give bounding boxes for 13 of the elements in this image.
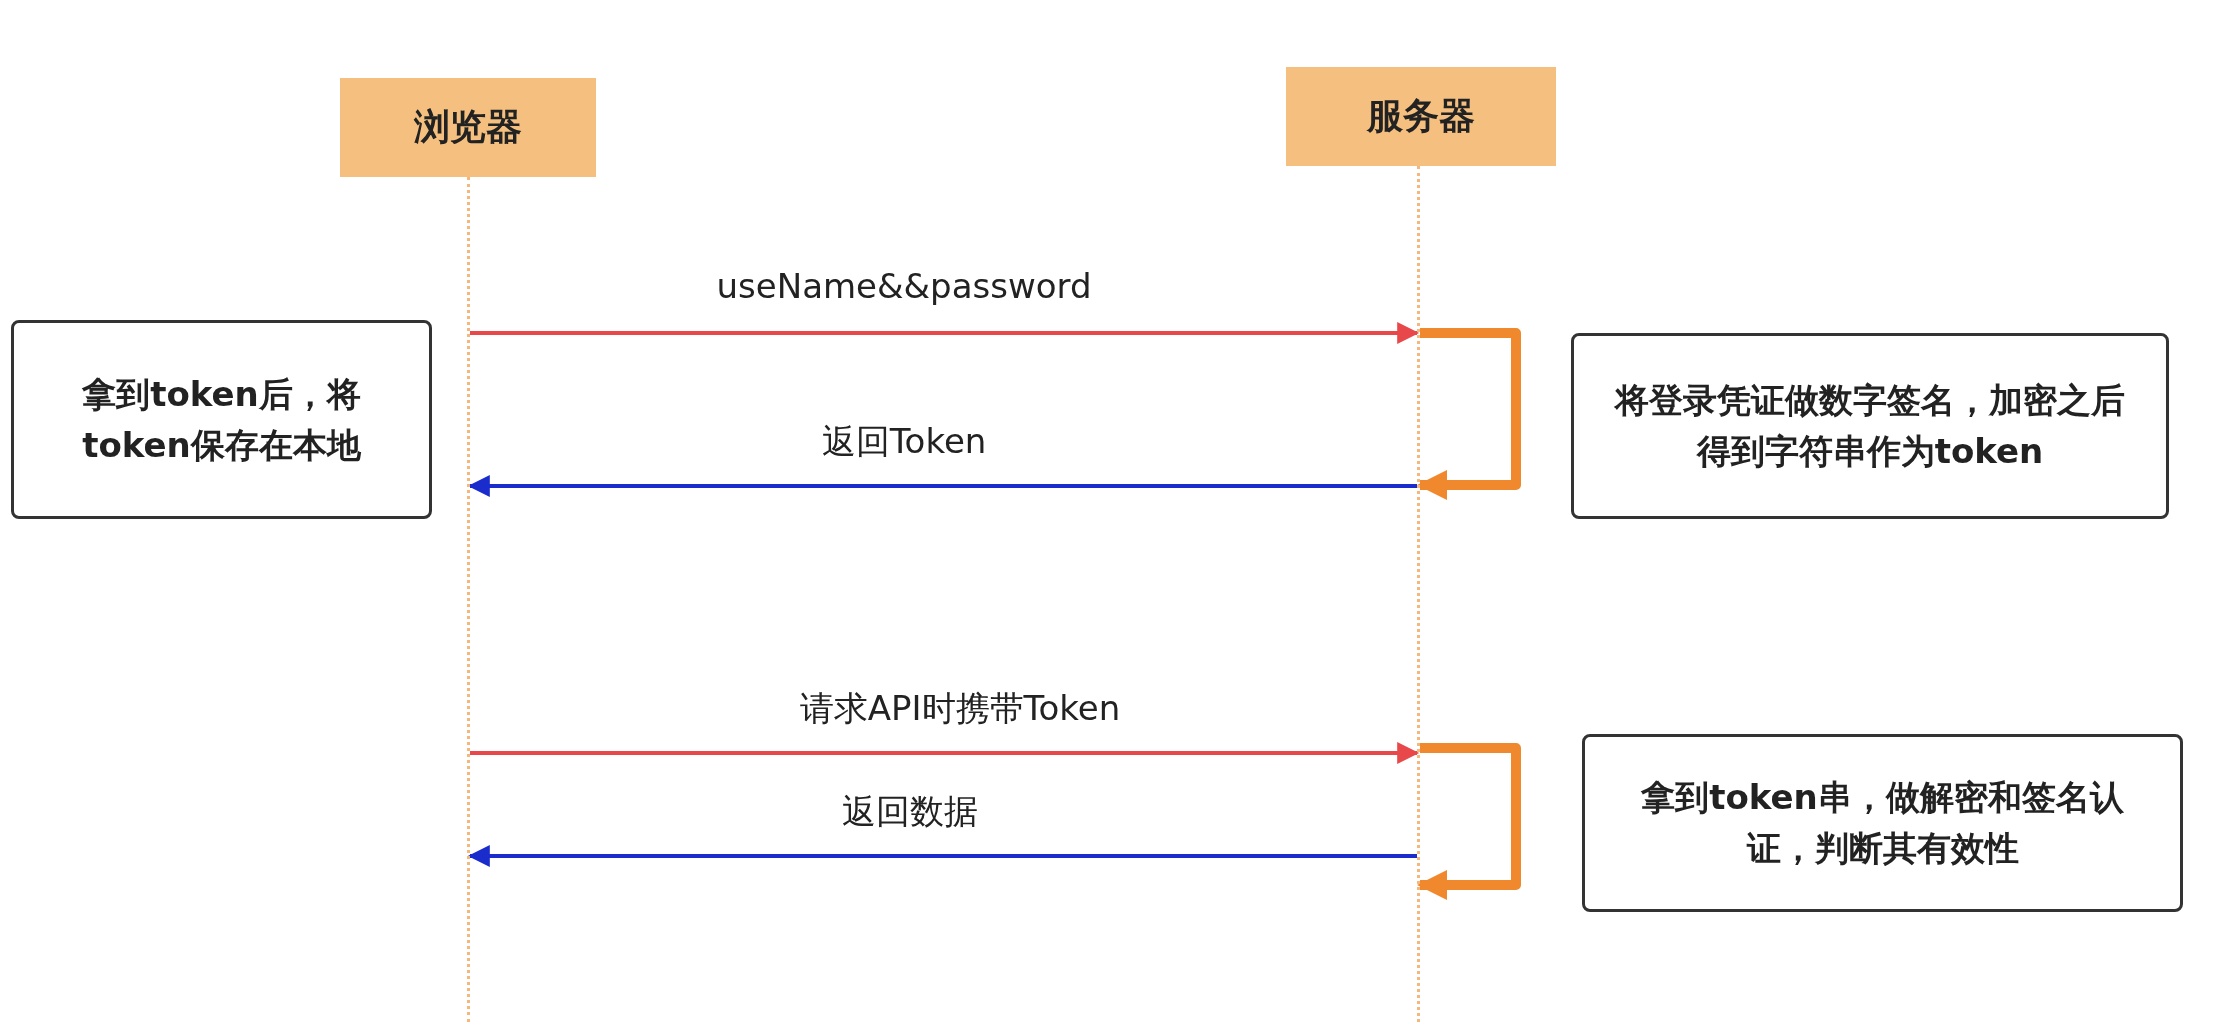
- participant-box: 服务器: [1286, 67, 1556, 166]
- arrow: [470, 322, 1420, 344]
- lifeline: [467, 177, 470, 1022]
- participant-box: 浏览器: [340, 78, 596, 177]
- note-box: 拿到token串，做解密和签名认证，判断其有效性: [1582, 734, 2183, 912]
- arrow: [470, 742, 1420, 764]
- self-arrow: [1417, 328, 1521, 500]
- self-arrow: [1417, 743, 1521, 900]
- arrow: [467, 475, 1417, 497]
- note-box: 拿到token后，将token保存在本地: [11, 320, 432, 519]
- lifeline: [1417, 166, 1420, 1022]
- note-box: 将登录凭证做数字签名，加密之后得到字符串作为token: [1571, 333, 2169, 519]
- arrow: [467, 845, 1417, 867]
